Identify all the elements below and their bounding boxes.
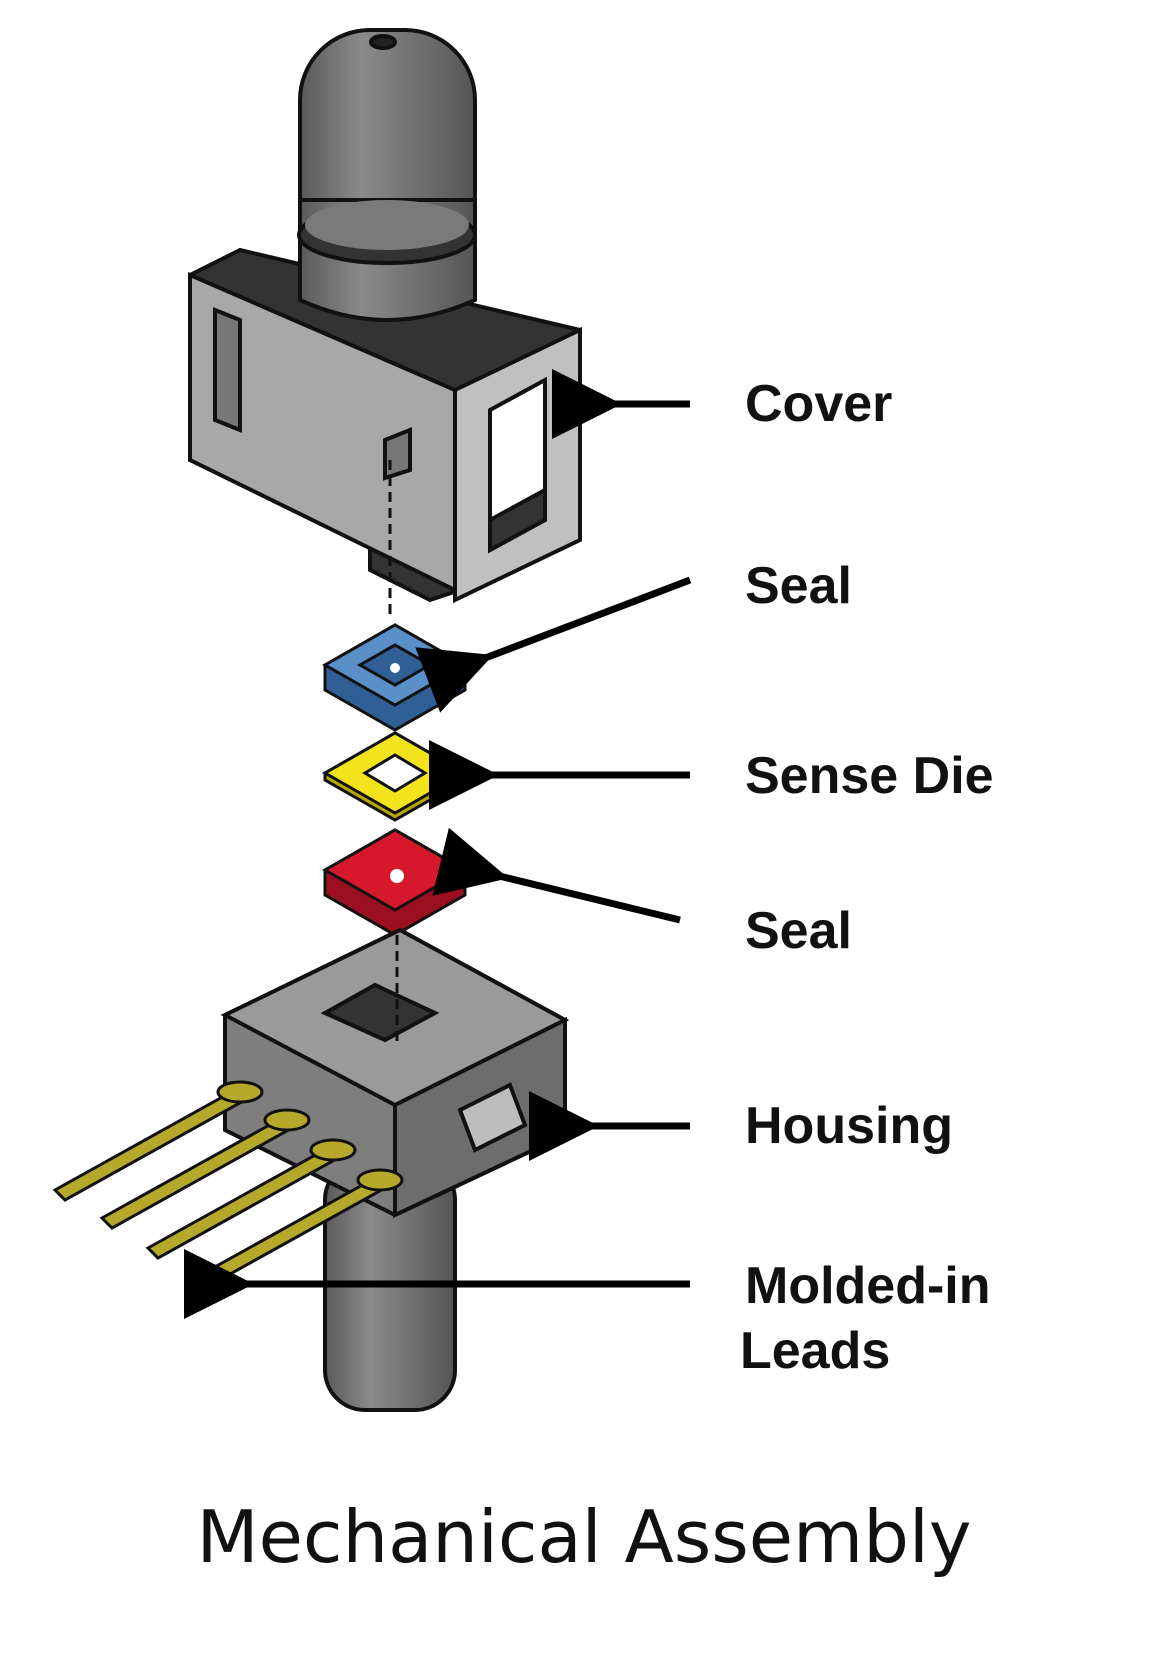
arrow-seal-top [415,576,692,713]
seal-bottom-part [321,828,469,937]
label-leads-line2: Leads [740,1322,891,1380]
sense-die-part [321,731,469,822]
label-seal-bottom: Seal [745,902,852,960]
label-cover: Cover [745,375,893,433]
label-sense-die: Sense Die [745,747,994,805]
cover-part [188,28,582,604]
label-housing: Housing [745,1097,953,1155]
arrows [184,369,692,1319]
housing-part [220,927,570,1412]
figure-caption: Mechanical Assembly [196,1495,972,1579]
label-seal-top: Seal [745,557,852,615]
arrow-seal-bottom [432,827,681,924]
label-leads-line1: Molded-in [745,1257,991,1315]
seal-top-part [321,623,469,732]
